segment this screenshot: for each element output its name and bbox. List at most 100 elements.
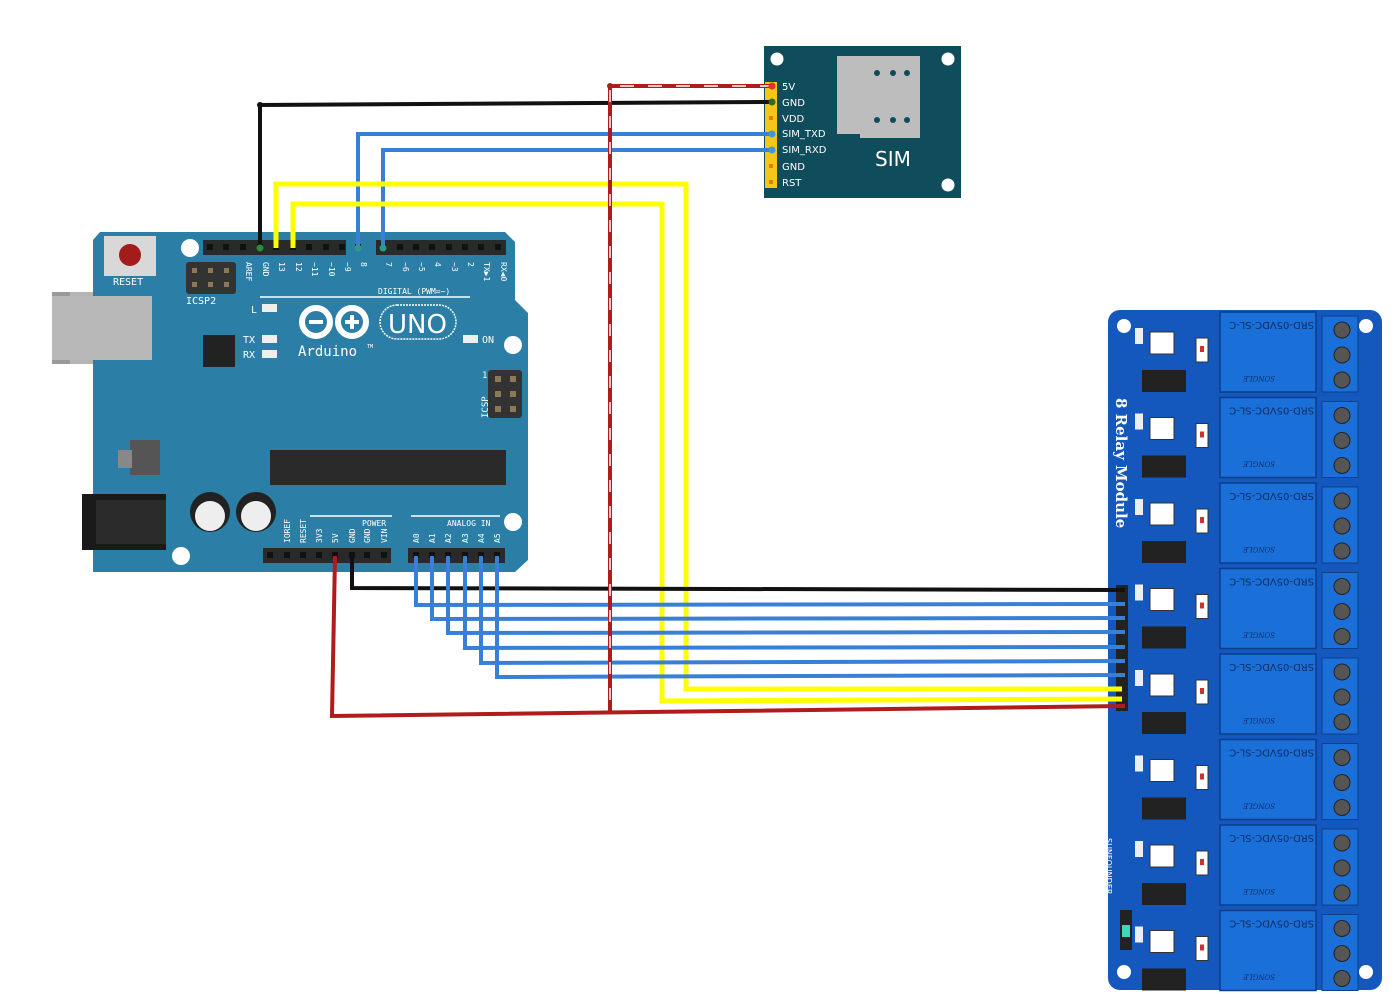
screw-icon[interactable] bbox=[1333, 578, 1351, 595]
led-on bbox=[463, 335, 478, 343]
screw-icon[interactable] bbox=[1333, 713, 1351, 731]
digital-pin-label: 13 bbox=[277, 262, 286, 272]
header-pin[interactable] bbox=[478, 244, 484, 250]
screw-icon[interactable] bbox=[1333, 970, 1351, 987]
header-pin[interactable] bbox=[397, 244, 403, 250]
sim-pin-label: RST bbox=[782, 178, 802, 189]
header-pin[interactable] bbox=[306, 244, 312, 250]
header-pin[interactable] bbox=[462, 552, 468, 558]
screw-icon[interactable] bbox=[1333, 517, 1351, 535]
sim-pin-label: SIM_RXD bbox=[782, 145, 827, 156]
optocoupler bbox=[1142, 455, 1186, 478]
header-pin[interactable] bbox=[494, 552, 500, 558]
screw-icon[interactable] bbox=[1333, 371, 1351, 389]
header-pin[interactable] bbox=[381, 552, 387, 558]
led-l bbox=[262, 304, 277, 312]
header-pin[interactable] bbox=[267, 552, 273, 558]
analog-pin-label: A3 bbox=[461, 533, 470, 543]
screw-icon[interactable] bbox=[1333, 884, 1351, 902]
digital-pin-label: TX▶1 bbox=[482, 262, 491, 281]
resistor bbox=[1149, 673, 1175, 697]
mount-hole bbox=[941, 178, 955, 192]
header-pin[interactable] bbox=[300, 552, 306, 558]
header-pin[interactable] bbox=[478, 552, 484, 558]
digital-pin-label: ~11 bbox=[310, 262, 319, 277]
header-pin[interactable] bbox=[413, 552, 419, 558]
analog-label: ANALOG IN bbox=[447, 519, 491, 528]
icsp-pin1-label: 1 bbox=[482, 371, 487, 381]
header-pin[interactable] bbox=[339, 244, 345, 250]
wire-sim-txd bbox=[356, 132, 772, 248]
screw-icon[interactable] bbox=[1333, 346, 1351, 364]
screw-icon[interactable] bbox=[1333, 859, 1351, 877]
screw-icon[interactable] bbox=[1333, 542, 1351, 560]
mount-hole bbox=[504, 336, 522, 354]
header-pin[interactable] bbox=[207, 244, 213, 250]
relay-part-label: SRD-05VDC-SL-C bbox=[1229, 832, 1314, 843]
icsp2-header bbox=[186, 262, 236, 294]
screw-icon[interactable] bbox=[1333, 492, 1351, 510]
screw-icon[interactable] bbox=[1333, 603, 1351, 620]
voltage-regulator bbox=[130, 440, 160, 475]
screw-icon[interactable] bbox=[1333, 688, 1351, 706]
led bbox=[1135, 841, 1143, 857]
optocoupler bbox=[1142, 541, 1186, 563]
header-pin[interactable] bbox=[332, 552, 338, 558]
screw-icon[interactable] bbox=[1333, 628, 1351, 645]
digital-pin-label: AREF bbox=[244, 262, 253, 281]
wire-sim-rxd bbox=[381, 148, 772, 248]
header-pin[interactable] bbox=[495, 244, 501, 250]
relay-part-label: SRD-05VDC-SL-C bbox=[1229, 918, 1314, 929]
analog-pin-label: A4 bbox=[477, 533, 486, 543]
wire-a3-relay bbox=[463, 556, 1126, 651]
screw-icon[interactable] bbox=[1333, 774, 1351, 791]
relay-brand-label: SONGLE bbox=[1243, 887, 1275, 895]
screw-icon[interactable] bbox=[1333, 749, 1351, 766]
sim-pin-label: VDD bbox=[782, 114, 805, 125]
screw-icon[interactable] bbox=[1333, 432, 1351, 449]
header-pin[interactable] bbox=[462, 244, 468, 250]
header-pin[interactable] bbox=[364, 552, 370, 558]
resistor bbox=[1149, 844, 1175, 868]
digital-pin-label: ~6 bbox=[401, 262, 410, 272]
power-pin-label: 3V3 bbox=[315, 528, 324, 543]
header-pin[interactable] bbox=[429, 244, 435, 250]
header-pin[interactable] bbox=[240, 244, 246, 250]
relay-part-label: SRD-05VDC-SL-C bbox=[1229, 405, 1314, 416]
brand-label: Arduino bbox=[298, 344, 357, 360]
header-pin[interactable] bbox=[284, 552, 290, 558]
relay-brand-label: SONGLE bbox=[1243, 460, 1275, 468]
sim-pin-label: GND bbox=[782, 98, 805, 109]
header-pin[interactable] bbox=[323, 244, 329, 250]
screw-icon[interactable] bbox=[1333, 321, 1351, 339]
led bbox=[1135, 755, 1143, 772]
sim-pin-label: GND bbox=[782, 162, 805, 173]
wire-endpoints bbox=[256, 82, 776, 252]
screw-icon[interactable] bbox=[1333, 457, 1351, 474]
header-pin[interactable] bbox=[429, 552, 435, 558]
screw-icon[interactable] bbox=[1333, 945, 1351, 962]
power-label: POWER bbox=[362, 519, 386, 528]
optocoupler bbox=[1142, 968, 1186, 991]
header-pin[interactable] bbox=[223, 244, 229, 250]
screw-icon[interactable] bbox=[1333, 799, 1351, 816]
led bbox=[1135, 499, 1143, 515]
relay-list: SRD-05VDC-SL-CSONGLESRD-05VDC-SL-CSONGLE… bbox=[1135, 311, 1359, 992]
screw-icon[interactable] bbox=[1333, 834, 1351, 852]
screw-icon[interactable] bbox=[1333, 407, 1351, 424]
mount-hole bbox=[1359, 319, 1373, 333]
header-pin[interactable] bbox=[316, 552, 322, 558]
relay-part-label: SRD-05VDC-SL-C bbox=[1229, 747, 1314, 758]
header-pin[interactable] bbox=[446, 244, 452, 250]
header-pin[interactable] bbox=[349, 552, 355, 558]
relay-module: SRD-05VDC-SL-CSONGLESRD-05VDC-SL-CSONGLE… bbox=[1104, 310, 1382, 992]
header-pin[interactable] bbox=[445, 552, 451, 558]
optocoupler bbox=[1142, 883, 1186, 905]
digital-pin-label: 4 bbox=[433, 262, 442, 267]
header-pin[interactable] bbox=[413, 244, 419, 250]
screw-icon[interactable] bbox=[1333, 663, 1351, 681]
screw-icon[interactable] bbox=[1333, 920, 1351, 937]
analog-pin-label: A2 bbox=[444, 533, 453, 543]
